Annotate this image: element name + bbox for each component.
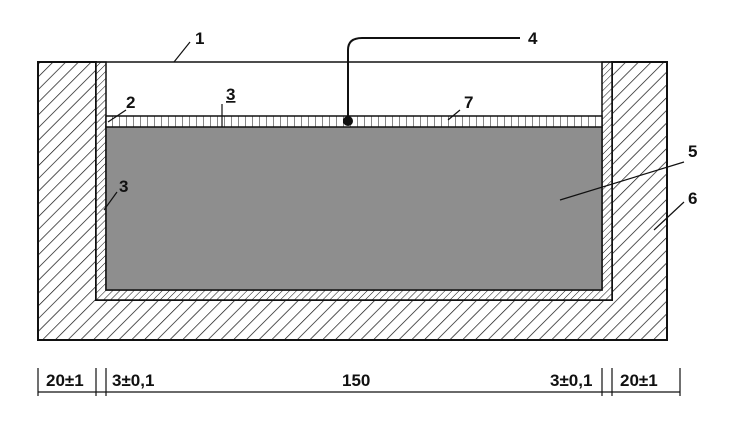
callout-2: 2 xyxy=(126,93,135,112)
callout-6: 6 xyxy=(688,189,697,208)
sensor-icon xyxy=(343,116,353,126)
leader-2 xyxy=(107,109,127,123)
leader-3-left xyxy=(103,191,118,211)
callout-7: 7 xyxy=(464,93,473,112)
callout-1: 1 xyxy=(195,29,204,48)
dim-center: 150 xyxy=(342,371,370,390)
dim-left-wall: 20±1 xyxy=(46,371,84,390)
top-layer xyxy=(105,115,603,128)
specimen xyxy=(105,125,603,291)
dim-left-liner: 3±0,1 xyxy=(112,371,154,390)
dimension-line xyxy=(37,368,681,396)
callout-5: 5 xyxy=(688,142,697,161)
leader-7 xyxy=(447,109,461,121)
leader-6 xyxy=(653,201,685,231)
sensor-wire xyxy=(347,37,520,116)
leader-5 xyxy=(559,161,685,201)
dim-right-wall: 20±1 xyxy=(620,371,658,390)
dim-right-liner: 3±0,1 xyxy=(550,371,592,390)
callout-3-top: 3 xyxy=(226,85,235,104)
callout-3-left: 3 xyxy=(119,177,128,196)
leader-1 xyxy=(173,41,191,63)
callout-4: 4 xyxy=(528,29,538,48)
